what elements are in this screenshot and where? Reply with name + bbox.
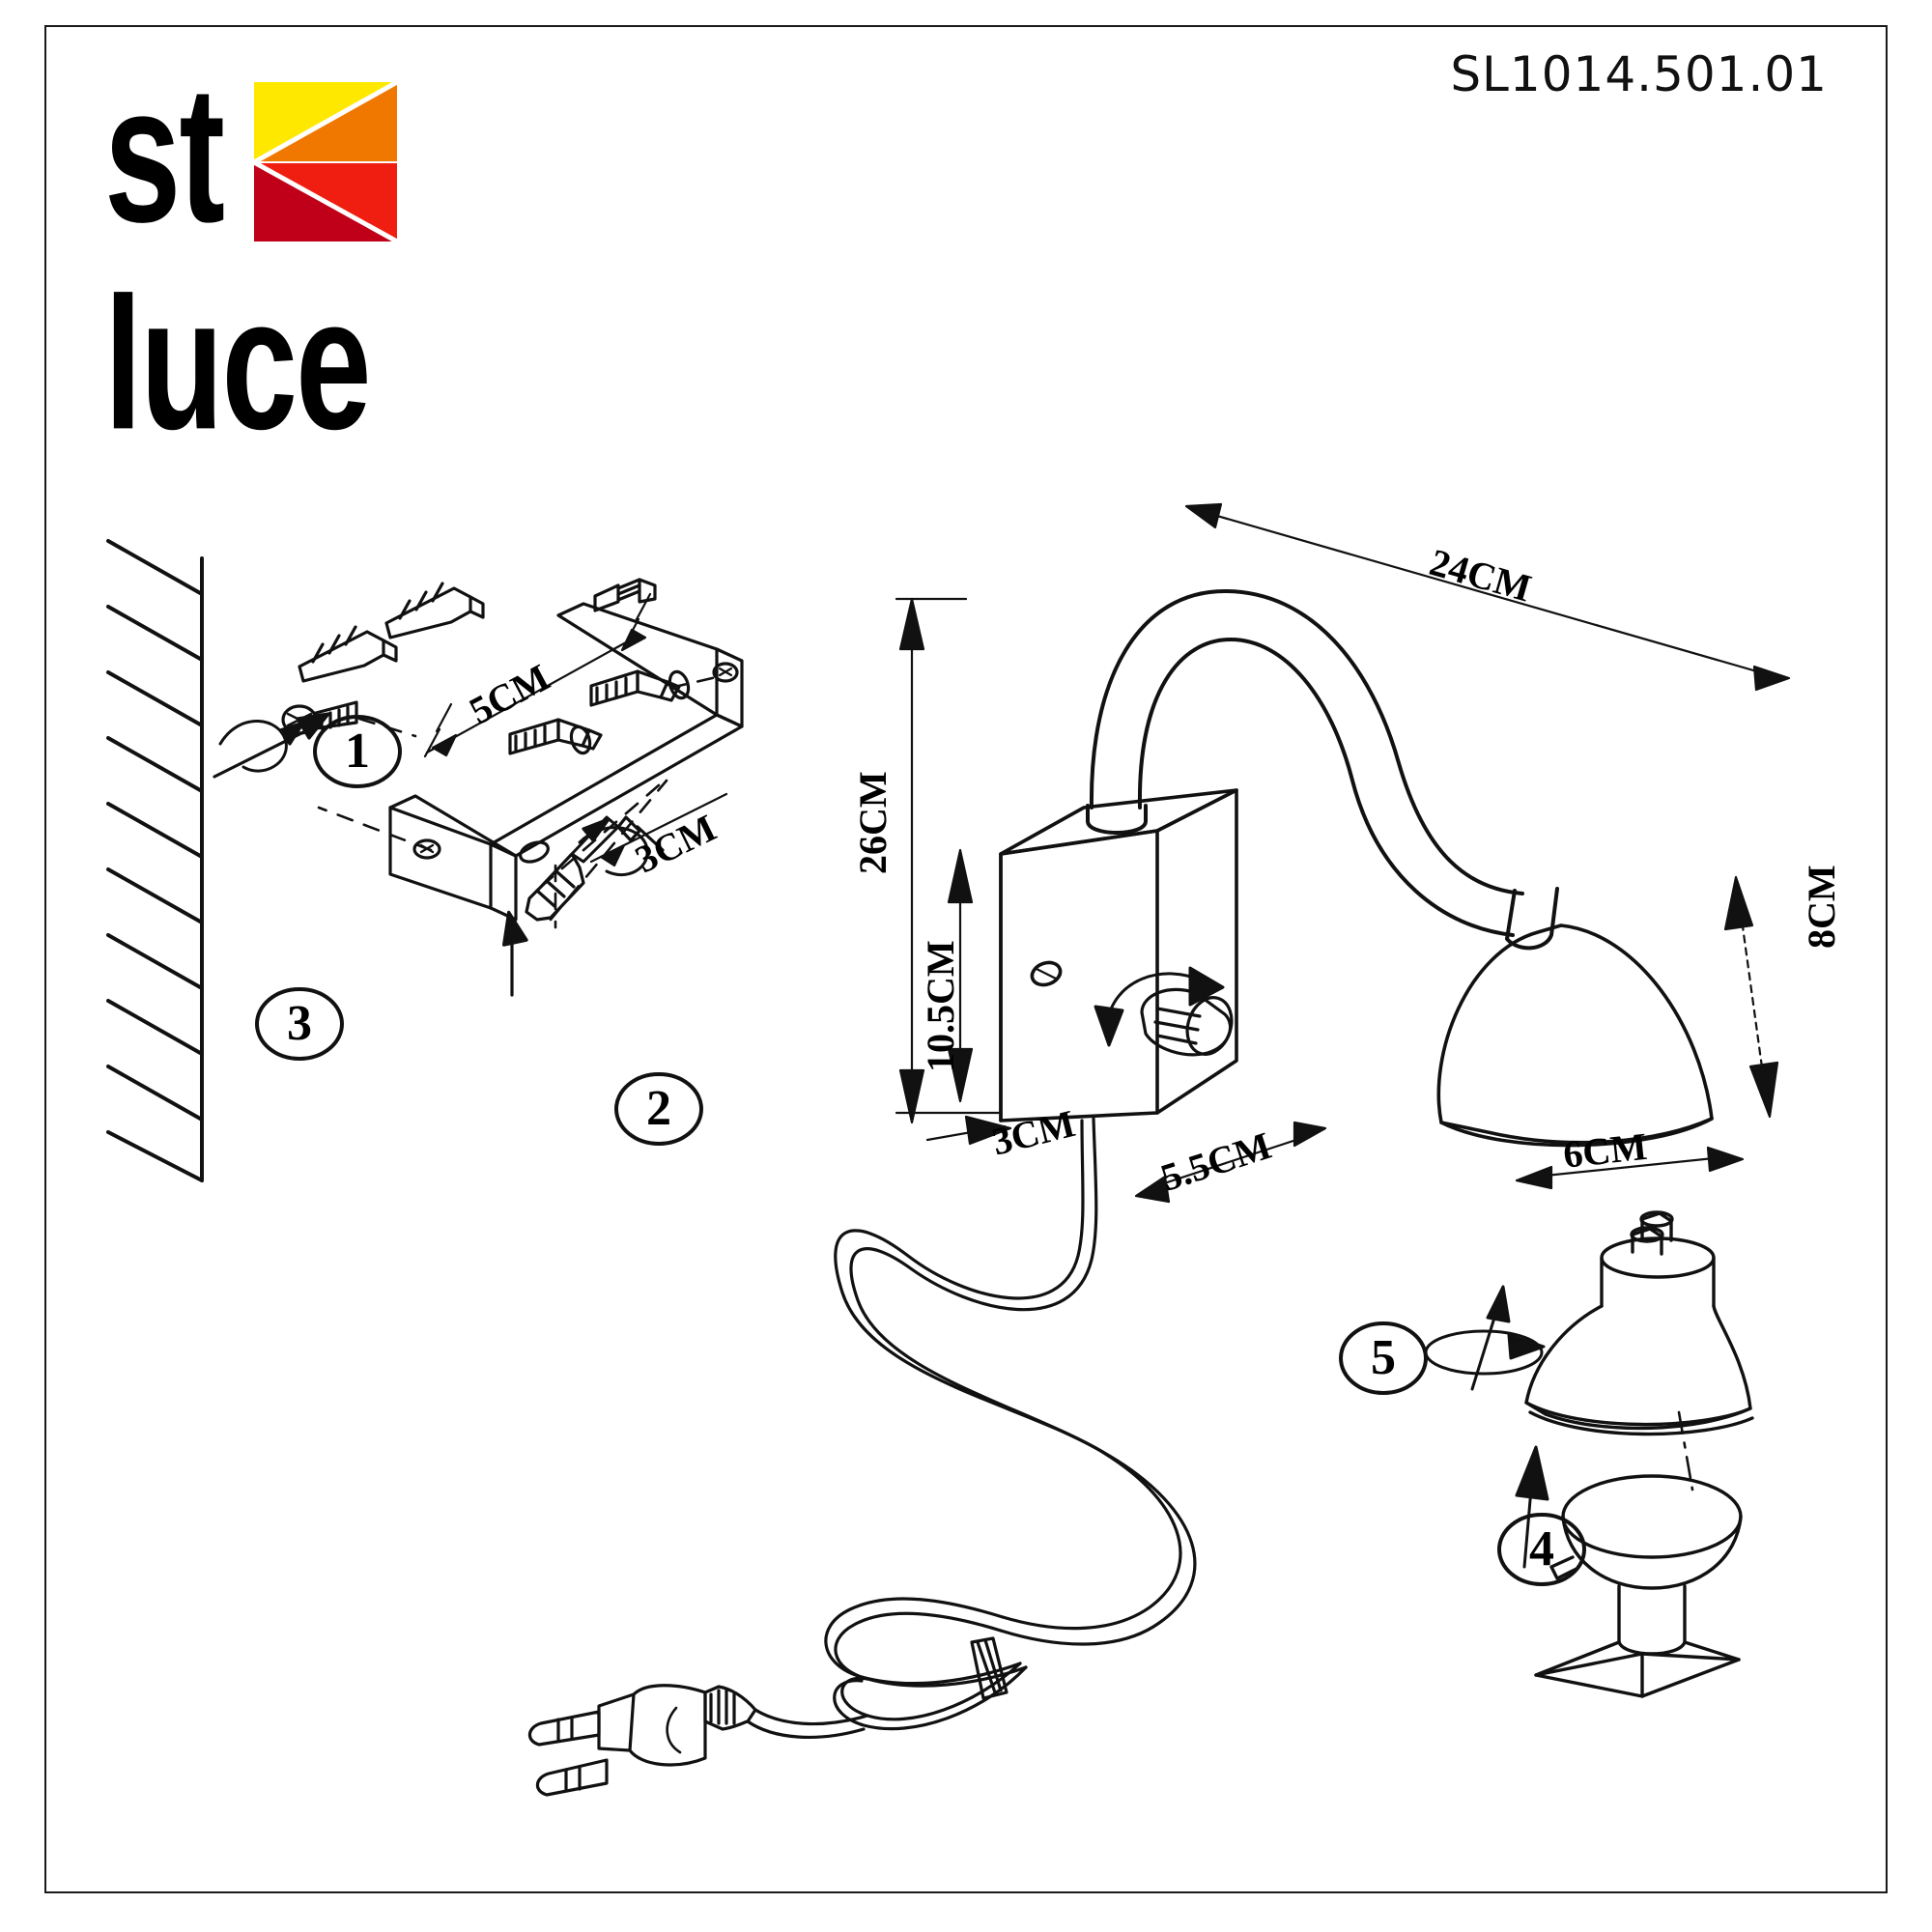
mounting-bracket bbox=[388, 602, 744, 922]
step-circle-3 bbox=[255, 987, 344, 1061]
dim-label-26cm: 26CM bbox=[851, 771, 895, 874]
screw-long-lower bbox=[508, 718, 603, 755]
dim-3cm-body bbox=[925, 1115, 1012, 1146]
step-circle-2 bbox=[614, 1072, 703, 1146]
step-circle-5 bbox=[1339, 1321, 1428, 1395]
dim-label-8cm: 8CM bbox=[1800, 865, 1843, 949]
dimmer-knob bbox=[1140, 987, 1234, 1057]
brand-name-st: st bbox=[104, 44, 225, 263]
step-number-3: 3 bbox=[287, 996, 312, 1051]
wall-anchor-lower bbox=[298, 625, 398, 683]
rotation-arrow-step5 bbox=[1424, 1285, 1546, 1391]
arrow-step4-up bbox=[1515, 1445, 1549, 1569]
wall-section bbox=[106, 539, 204, 1182]
screw-top-right bbox=[593, 578, 657, 612]
brand-name-luce: luce bbox=[104, 257, 372, 469]
arrow-insert-direction bbox=[501, 910, 528, 997]
dim-3cm-bracket bbox=[589, 792, 728, 867]
power-plug bbox=[527, 1684, 757, 1797]
gu10-bulb bbox=[1524, 1210, 1754, 1436]
step-number-4: 4 bbox=[1529, 1521, 1554, 1577]
dim-5-5cm bbox=[1134, 1121, 1327, 1204]
brand-colorblock-icon bbox=[254, 82, 397, 242]
dim-6cm bbox=[1515, 1146, 1745, 1190]
bulb-socket-base bbox=[1534, 1474, 1743, 1698]
step-number-5: 5 bbox=[1371, 1330, 1396, 1385]
dim-10-5cm bbox=[898, 848, 974, 1124]
step-number-1: 1 bbox=[345, 724, 370, 779]
dim-label-6cm: 6CM bbox=[1561, 1123, 1649, 1177]
lamp-body bbox=[999, 788, 1238, 1122]
rotation-arrow-step3 bbox=[213, 712, 330, 779]
step-circle-1 bbox=[313, 715, 402, 788]
screw-long-upper bbox=[589, 669, 681, 707]
brand-logo: st luce bbox=[104, 43, 413, 457]
wall-anchor-upper bbox=[384, 582, 485, 639]
rotation-arrow-step2 bbox=[578, 817, 649, 877]
step-circle-4 bbox=[1497, 1513, 1586, 1586]
power-cable bbox=[746, 1117, 1197, 1740]
sheet-border bbox=[44, 25, 1888, 1893]
lamp-shade bbox=[1436, 923, 1714, 1148]
bulb-axis-guide bbox=[1677, 1410, 1694, 1492]
dim-label-10-5cm: 10.5CM bbox=[919, 940, 962, 1072]
product-code: SL1014.501.01 bbox=[1450, 46, 1828, 102]
dim-24cm bbox=[1184, 502, 1791, 692]
dim-5cm bbox=[423, 592, 652, 758]
screwdriver bbox=[525, 815, 665, 922]
step-number-2: 2 bbox=[646, 1081, 671, 1136]
dim-8cm bbox=[1737, 896, 1768, 1097]
gooseneck-arm bbox=[1086, 589, 1559, 951]
dimmer-rotation-arrow bbox=[1094, 966, 1225, 1047]
